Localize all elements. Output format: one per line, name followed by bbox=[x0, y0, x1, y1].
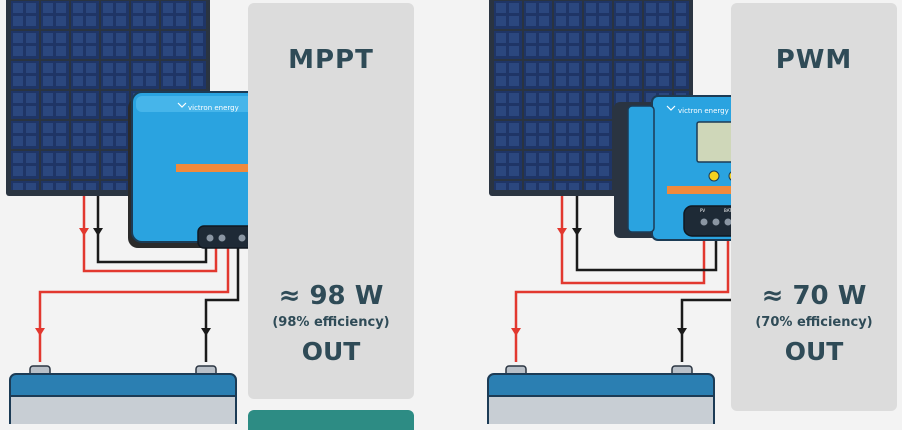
mppt-title: MPPT bbox=[288, 45, 374, 75]
mppt-out-label: OUT bbox=[301, 337, 361, 366]
pwm-brand-label: victron energy bbox=[678, 107, 729, 115]
terminal-screw-icon bbox=[724, 218, 732, 226]
terminal-screw-icon bbox=[700, 218, 708, 226]
pwm-efficiency: (70% efficiency) bbox=[755, 315, 873, 330]
mppt-info-card: MPPT ≈ 98 W (98% efficiency) OUT bbox=[248, 3, 414, 399]
terminal-screw-icon bbox=[218, 234, 226, 242]
terminal-screw-icon bbox=[712, 218, 720, 226]
mppt-efficiency: (98% efficiency) bbox=[272, 315, 390, 330]
terminal-screw-icon bbox=[238, 234, 246, 242]
pwm-title: PWM bbox=[775, 45, 853, 75]
mppt-output-watts: ≈ 98 W bbox=[278, 281, 384, 311]
pwm-output-watts: ≈ 70 W bbox=[761, 281, 867, 311]
pwm-info-card: PWM ≈ 70 W (70% efficiency) OUT bbox=[731, 3, 897, 411]
terminal-screw-icon bbox=[206, 234, 214, 242]
mppt-battery bbox=[9, 365, 237, 424]
pwm-terminal-label-pv: PV bbox=[700, 208, 705, 213]
pwm-button-icon bbox=[708, 170, 720, 182]
mppt-wires bbox=[35, 196, 240, 362]
pwm-logo-icon bbox=[666, 105, 676, 111]
mppt-orange-bar bbox=[176, 164, 290, 172]
mppt-brand-label: victron energy bbox=[188, 104, 239, 112]
teal-accent-strip bbox=[248, 410, 414, 430]
pwm-out-label: OUT bbox=[784, 337, 844, 366]
pwm-battery bbox=[487, 365, 715, 424]
mppt-logo-icon bbox=[177, 102, 187, 108]
